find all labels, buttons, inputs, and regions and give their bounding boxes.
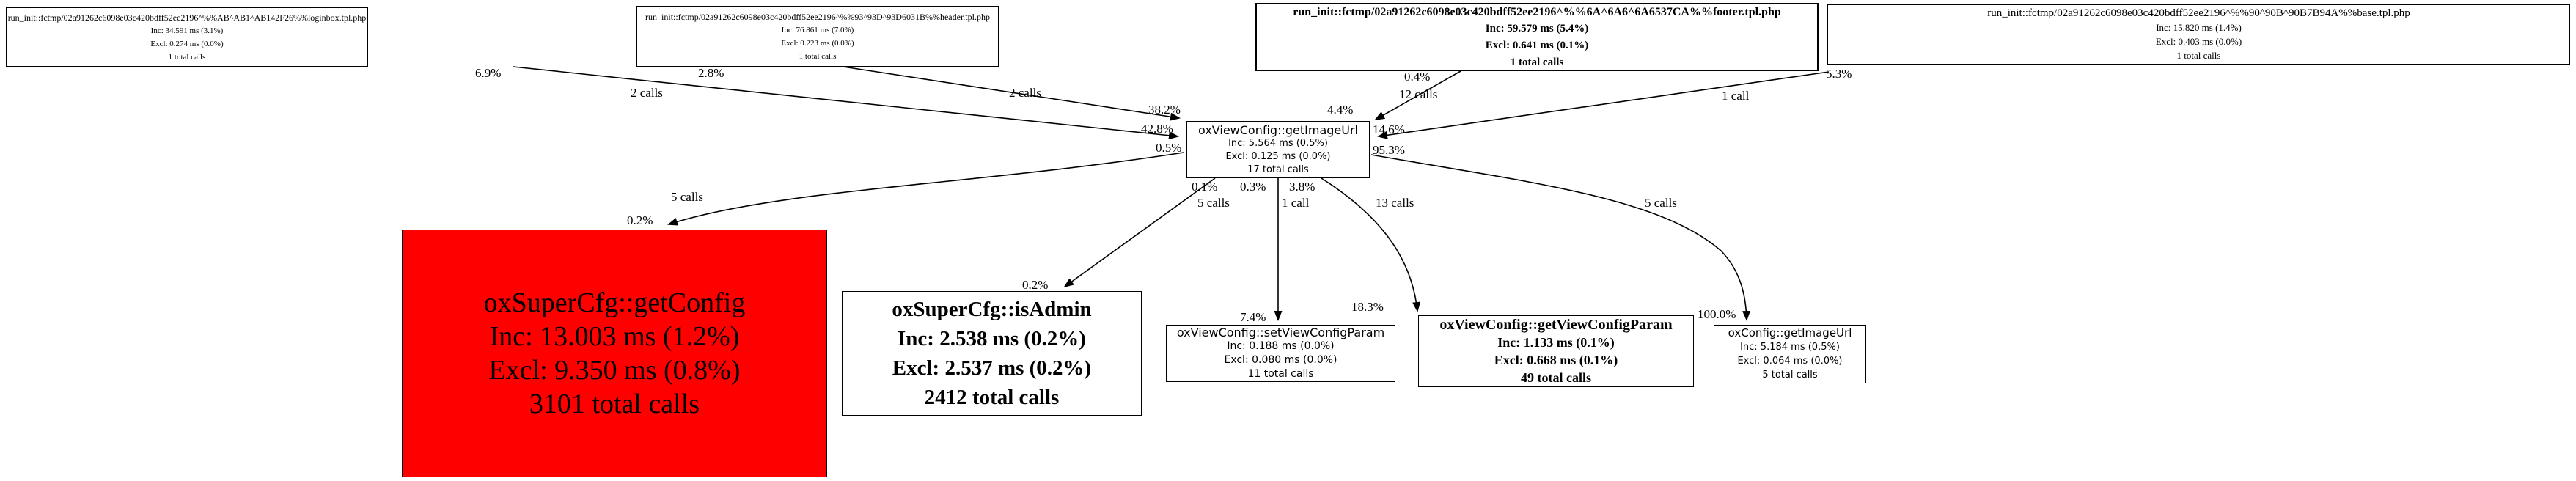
node-inclusive-time: Inc: 13.003 ms (1.2%): [489, 321, 740, 352]
node-loginbox-tpl[interactable]: run_init::fctmp/02a91262c6098e03c420bdff…: [6, 7, 368, 67]
edge-label-isadmin-calls: 5 calls: [1197, 196, 1230, 210]
edge-label-getconfig-target-pct: 0.2%: [627, 213, 653, 227]
edge-label-loginbox-source-pct: 6.9%: [475, 66, 502, 80]
node-exclusive-time: Excl: 0.403 ms (0.0%): [2155, 36, 2242, 47]
edge-label-isadmin-target-pct: 0.2%: [1022, 278, 1049, 292]
node-title: run_init::fctmp/02a91262c6098e03c420bdff…: [1987, 7, 2410, 19]
node-total-calls: 1 total calls: [799, 51, 837, 61]
edge-label-getviewconfigparam-target-pct: 18.3%: [1351, 300, 1384, 314]
node-title: run_init::fctmp/02a91262c6098e03c420bdff…: [7, 12, 367, 23]
edge-getimageurl-to-getconfig: [667, 152, 1184, 226]
node-inclusive-time: Inc: 34.591 ms (3.1%): [150, 26, 224, 35]
edge-label-oxconfig-getimageurl-calls: 5 calls: [1645, 196, 1677, 210]
node-inclusive-time: Inc: 2.538 ms (0.2%): [898, 327, 1086, 350]
edge-base-to-getimageurl: [1377, 71, 1830, 139]
edge-label-setviewconfigparam-calls: 1 call: [1282, 196, 1310, 210]
node-title: oxViewConfig::setViewConfigParam: [1176, 326, 1385, 339]
node-inclusive-time: Inc: 5.184 ms (0.5%): [1740, 342, 1840, 353]
node-total-calls: 11 total calls: [1247, 368, 1314, 380]
node-title: run_init::fctmp/02a91262c6098e03c420bdff…: [645, 11, 990, 22]
node-exclusive-time: Excl: 0.223 ms (0.0%): [781, 38, 854, 48]
node-inclusive-time: Inc: 59.579 ms (5.4%): [1485, 22, 1589, 34]
node-total-calls: 2412 total calls: [924, 386, 1060, 409]
node-title: oxViewConfig::getImageUrl: [1198, 122, 1358, 137]
edge-label-loginbox-target-pct: 42.8%: [1141, 122, 1173, 136]
node-total-calls: 1 total calls: [168, 52, 206, 62]
node-exclusive-time: Excl: 0.641 ms (0.1%): [1485, 39, 1589, 51]
edge-label-footer-source-pct: 0.4%: [1404, 70, 1431, 84]
node-title: run_init::fctmp/02a91262c6098e03c420bdff…: [1293, 5, 1781, 18]
edge-label-header-calls: 2 calls: [1009, 86, 1041, 100]
node-base-tpl[interactable]: run_init::fctmp/02a91262c6098e03c420bdff…: [1827, 4, 2570, 65]
node-oxconfig-getimageurl[interactable]: oxConfig::getImageUrl Inc: 5.184 ms (0.5…: [1714, 325, 1866, 383]
node-oxviewconfig-setviewconfigparam[interactable]: oxViewConfig::setViewConfigParam Inc: 0.…: [1166, 325, 1395, 382]
node-total-calls: 49 total calls: [1521, 370, 1591, 385]
edge-label-getviewconfigparam-source-pct: 3.8%: [1289, 180, 1315, 194]
edge-label-base-target-pct: 14.6%: [1373, 122, 1405, 136]
edge-label-getviewconfigparam-calls: 13 calls: [1376, 196, 1414, 210]
node-oxsupercfg-getconfig[interactable]: oxSuperCfg::getConfig Inc: 13.003 ms (1.…: [402, 230, 827, 477]
node-exclusive-time: Excl: 9.350 ms (0.8%): [488, 355, 741, 386]
edge-label-footer-target-pct: 4.4%: [1327, 103, 1354, 117]
node-oxsupercfg-isadmin[interactable]: oxSuperCfg::isAdmin Inc: 2.538 ms (0.2%)…: [842, 291, 1142, 416]
node-total-calls: 17 total calls: [1247, 164, 1309, 175]
edge-label-setviewconfigparam-source-pct: 0.3%: [1240, 180, 1266, 194]
edge-label-getconfig-calls: 5 calls: [671, 190, 703, 204]
edge-label-footer-calls: 12 calls: [1399, 87, 1438, 101]
node-title: oxSuperCfg::isAdmin: [892, 298, 1092, 321]
node-exclusive-time: Excl: 0.668 ms (0.1%): [1494, 353, 1618, 367]
node-exclusive-time: Excl: 0.064 ms (0.0%): [1737, 356, 1843, 367]
node-inclusive-time: Inc: 5.564 ms (0.5%): [1228, 137, 1328, 149]
node-inclusive-time: Inc: 0.188 ms (0.0%): [1227, 340, 1335, 352]
node-oxviewconfig-getimageurl[interactable]: oxViewConfig::getImageUrl Inc: 5.564 ms …: [1186, 121, 1370, 178]
node-total-calls: 1 total calls: [2176, 50, 2221, 61]
edge-getimageurl-to-isadmin: [1063, 177, 1216, 288]
node-title: oxConfig::getImageUrl: [1728, 326, 1852, 339]
node-exclusive-time: Excl: 0.274 ms (0.0%): [150, 39, 224, 48]
edge-label-oxconfig-getimageurl-source-pct: 95.3%: [1373, 143, 1405, 157]
node-exclusive-time: Excl: 2.537 ms (0.2%): [892, 356, 1092, 380]
node-inclusive-time: Inc: 76.861 ms (7.0%): [781, 25, 854, 34]
edge-label-isadmin-source-pct: 0.1%: [1192, 180, 1218, 194]
node-title: oxViewConfig::getViewConfigParam: [1439, 317, 1673, 333]
edge-loginbox-to-getimageurl: [513, 66, 1179, 140]
edge-label-header-target-pct: 38.2%: [1148, 103, 1181, 117]
node-title: oxSuperCfg::getConfig: [483, 287, 746, 318]
edge-getimageurl-to-oxconfig-getimageurl: [1370, 154, 1751, 321]
node-inclusive-time: Inc: 15.820 ms (1.4%): [2156, 22, 2242, 33]
edge-label-setviewconfigparam-target-pct: 7.4%: [1240, 310, 1266, 324]
node-exclusive-time: Excl: 0.125 ms (0.0%): [1225, 150, 1331, 162]
edge-label-base-source-pct: 5.3%: [1826, 67, 1852, 81]
node-exclusive-time: Excl: 0.080 ms (0.0%): [1224, 354, 1337, 366]
edge-label-loginbox-calls: 2 calls: [631, 86, 663, 100]
node-inclusive-time: Inc: 1.133 ms (0.1%): [1497, 335, 1615, 350]
edge-label-oxconfig-getimageurl-target-pct: 100.0%: [1698, 307, 1736, 321]
edge-label-getconfig-source-pct: 0.5%: [1156, 141, 1182, 155]
edge-label-base-calls: 1 call: [1722, 89, 1750, 103]
node-total-calls: 5 total calls: [1762, 370, 1818, 381]
node-header-tpl[interactable]: run_init::fctmp/02a91262c6098e03c420bdff…: [636, 6, 999, 67]
node-oxviewconfig-getviewconfigparam[interactable]: oxViewConfig::getViewConfigParam Inc: 1.…: [1418, 315, 1694, 387]
node-total-calls: 3101 total calls: [529, 389, 700, 419]
node-total-calls: 1 total calls: [1510, 56, 1564, 68]
node-footer-tpl[interactable]: run_init::fctmp/02a91262c6098e03c420bdff…: [1255, 3, 1819, 71]
edge-label-header-source-pct: 2.8%: [698, 66, 724, 80]
